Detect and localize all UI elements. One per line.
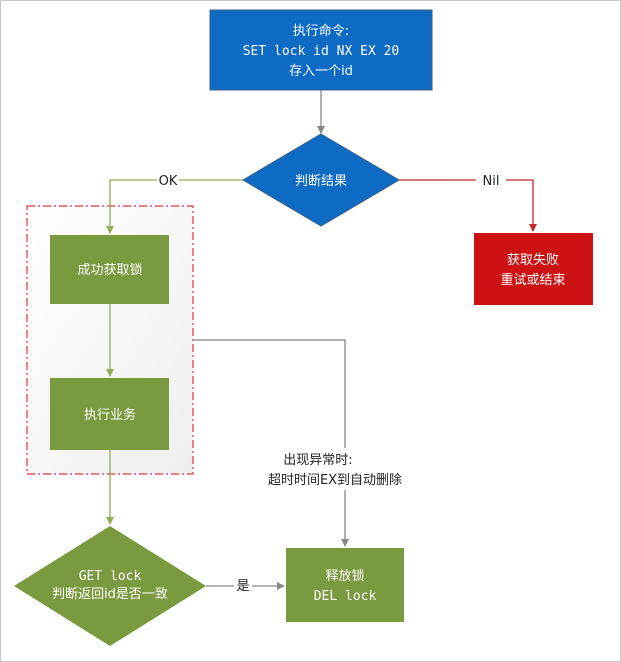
node-judge-result-diamond xyxy=(242,133,400,227)
edge-nil xyxy=(399,179,537,232)
node-get-fail-line2: 重试或结束 xyxy=(500,272,565,288)
node-execute-command-line2: SET lock id NX EX 20 xyxy=(243,44,400,59)
node-get-success-box xyxy=(50,235,169,304)
node-get-fail-line1: 获取失败 xyxy=(507,253,559,268)
node-get-success-label: 成功获取锁 xyxy=(77,262,142,278)
node-judge-result-label: 判断结果 xyxy=(295,174,347,189)
node-execute-command-line3: 存入一个id xyxy=(289,64,353,79)
node-execute-command[interactable]: 执行命令: SET lock id NX EX 20 存入一个id xyxy=(209,9,433,91)
edge-ok-label: OK xyxy=(159,174,178,189)
edge-exception xyxy=(193,339,349,547)
node-execute-business-label: 执行业务 xyxy=(84,407,136,423)
node-execute-business[interactable]: 执行业务 xyxy=(50,378,169,450)
node-get-fail[interactable]: 获取失败 重试或结束 xyxy=(474,233,593,305)
edge-ok-label-bg xyxy=(157,172,179,188)
node-release-lock-line1: 释放锁 xyxy=(325,568,364,584)
edge-exception-label-line2: 超时时间EX到自动删除 xyxy=(268,473,402,488)
node-release-lock-box xyxy=(286,548,404,622)
edge-nil-label: Nil xyxy=(483,174,500,189)
edge-exception-label-bg xyxy=(262,448,426,490)
node-release-lock-line2: DEL lock xyxy=(314,589,377,604)
node-check-id[interactable]: GET lock 判断返回id是否一致 xyxy=(14,526,206,646)
node-judge-result[interactable]: 判断结果 xyxy=(242,133,400,227)
node-execute-business-box xyxy=(50,378,169,450)
node-release-lock[interactable]: 释放锁 DEL lock xyxy=(286,548,404,622)
node-check-id-line1: GET lock xyxy=(79,569,142,584)
edge-yes-label: 是 xyxy=(236,579,249,594)
edge-yes-label-bg xyxy=(234,577,252,593)
node-get-success[interactable]: 成功获取锁 xyxy=(50,235,169,304)
node-check-id-line2: 判断返回id是否一致 xyxy=(52,587,168,602)
node-execute-command-box xyxy=(209,9,433,91)
edge-ok xyxy=(106,179,244,234)
edge-exception-label-line1: 出现异常时: xyxy=(283,453,352,468)
node-check-id-diamond xyxy=(14,526,206,646)
node-get-fail-box xyxy=(474,233,593,305)
node-execute-command-line1: 执行命令: xyxy=(293,23,349,39)
edge-nil-label-bg xyxy=(476,172,506,188)
